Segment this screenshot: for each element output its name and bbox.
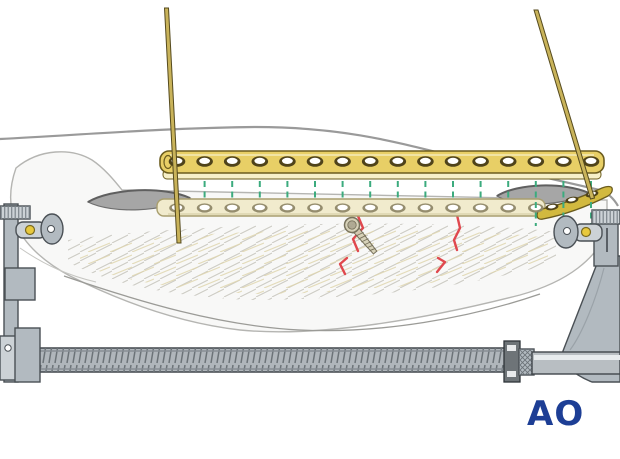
plate-hole-center xyxy=(282,157,293,164)
plate-hole-center xyxy=(392,157,404,164)
plate-hole-center xyxy=(502,157,514,164)
plate-hole-center xyxy=(447,157,459,164)
guide-wire-left xyxy=(163,7,182,244)
guide-wire-right xyxy=(533,9,596,200)
plate-hole-center xyxy=(585,157,597,164)
reference-plate xyxy=(159,150,605,180)
fracture-mark xyxy=(435,256,447,274)
plate-hole-center xyxy=(337,157,348,164)
ao-logo: AO xyxy=(527,394,585,434)
plate-hole-center xyxy=(254,157,266,164)
clamp-pin-right xyxy=(580,226,592,238)
plate-hole-center xyxy=(420,204,431,211)
plate-hole-center xyxy=(447,204,459,211)
lag-screw xyxy=(343,216,378,255)
plate-hole-center xyxy=(226,157,238,164)
distractor-threaded-rod xyxy=(13,347,509,373)
plate-hole-center xyxy=(199,204,210,211)
plate-hole-center xyxy=(282,204,293,211)
fracture-mark xyxy=(452,213,462,252)
plate-hole-center xyxy=(558,157,569,164)
plate-hole-center xyxy=(420,157,431,164)
plate-hole-center xyxy=(309,204,321,211)
plate-hole-center xyxy=(503,204,514,211)
plate-hole-center xyxy=(530,157,542,164)
plate-hole-center xyxy=(227,204,238,211)
bone-cortex-line xyxy=(63,275,541,332)
bracket-hole xyxy=(4,344,12,352)
distractor-right-clamp xyxy=(553,209,620,383)
fracture-mark xyxy=(338,256,349,276)
plate-hole-center xyxy=(364,157,376,164)
plate-hole-center xyxy=(365,204,376,211)
plate-hole-center xyxy=(392,204,403,211)
plate-hole-center xyxy=(254,204,265,211)
plate-hole-center xyxy=(199,157,211,164)
plate-hole-center xyxy=(475,157,486,164)
distractor-rod-bracket xyxy=(0,327,41,383)
bone-plate xyxy=(156,185,613,220)
plate-hole-center xyxy=(337,204,348,211)
plate-hole-center xyxy=(475,204,486,211)
reference-plate-holes xyxy=(168,156,600,167)
bone-surface-texture xyxy=(68,223,556,300)
clamp-pin-left xyxy=(24,224,36,236)
distractor-lock-nut xyxy=(503,340,535,383)
distractor-rail xyxy=(531,351,620,375)
bone-plate-holes xyxy=(169,203,544,213)
plate-hole-center xyxy=(309,157,321,164)
bone-inner-contour xyxy=(19,247,97,283)
